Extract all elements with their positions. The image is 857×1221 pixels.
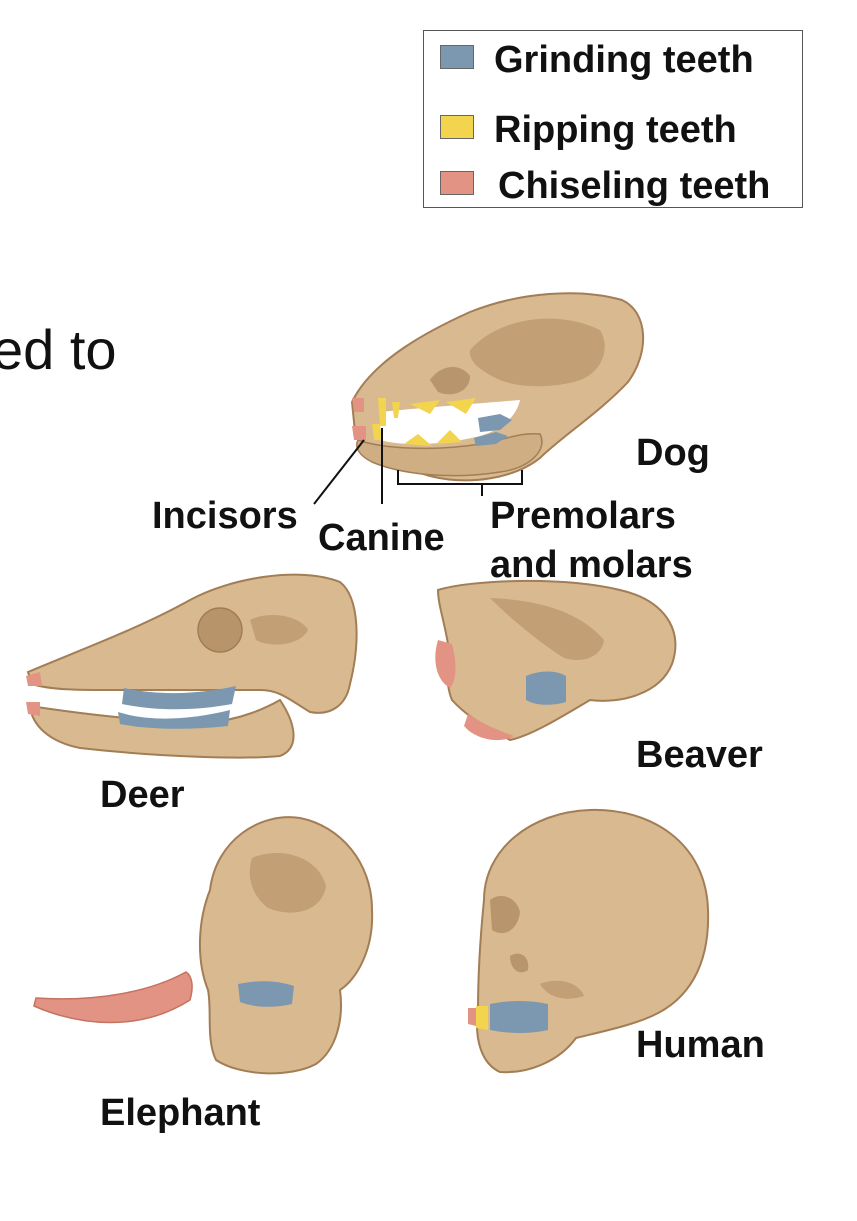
grinding-teeth-swatch (440, 45, 474, 69)
dog-label: Dog (636, 432, 710, 474)
chiseling-teeth-legend-label: Chiseling teeth (498, 165, 771, 207)
premolars-label-line2: and molars (490, 544, 693, 586)
human-label: Human (636, 1024, 765, 1066)
grinding-teeth-legend-label: Grinding teeth (494, 39, 754, 81)
premolars-bracket (397, 470, 523, 496)
chiseling-teeth-swatch (440, 171, 474, 195)
incisors-label: Incisors (152, 495, 298, 537)
premolars-label-line1: Premolars (490, 495, 676, 537)
incisors-pointer-line (313, 439, 365, 505)
ripping-teeth-swatch (440, 115, 474, 139)
teeth-type-legend: Grinding teeth Ripping teeth Chiseling t… (423, 30, 803, 208)
beaver-skull (435, 579, 677, 742)
canine-label: Canine (318, 517, 445, 559)
elephant-skull (33, 816, 374, 1075)
partial-slide-text: ed to (0, 318, 117, 381)
human-skull (468, 808, 710, 1074)
deer-label: Deer (100, 774, 185, 816)
dog-skull (350, 292, 645, 482)
ripping-teeth-legend-label: Ripping teeth (494, 109, 737, 151)
deer-skull (26, 573, 358, 759)
beaver-label: Beaver (636, 734, 763, 776)
elephant-label: Elephant (100, 1092, 261, 1134)
